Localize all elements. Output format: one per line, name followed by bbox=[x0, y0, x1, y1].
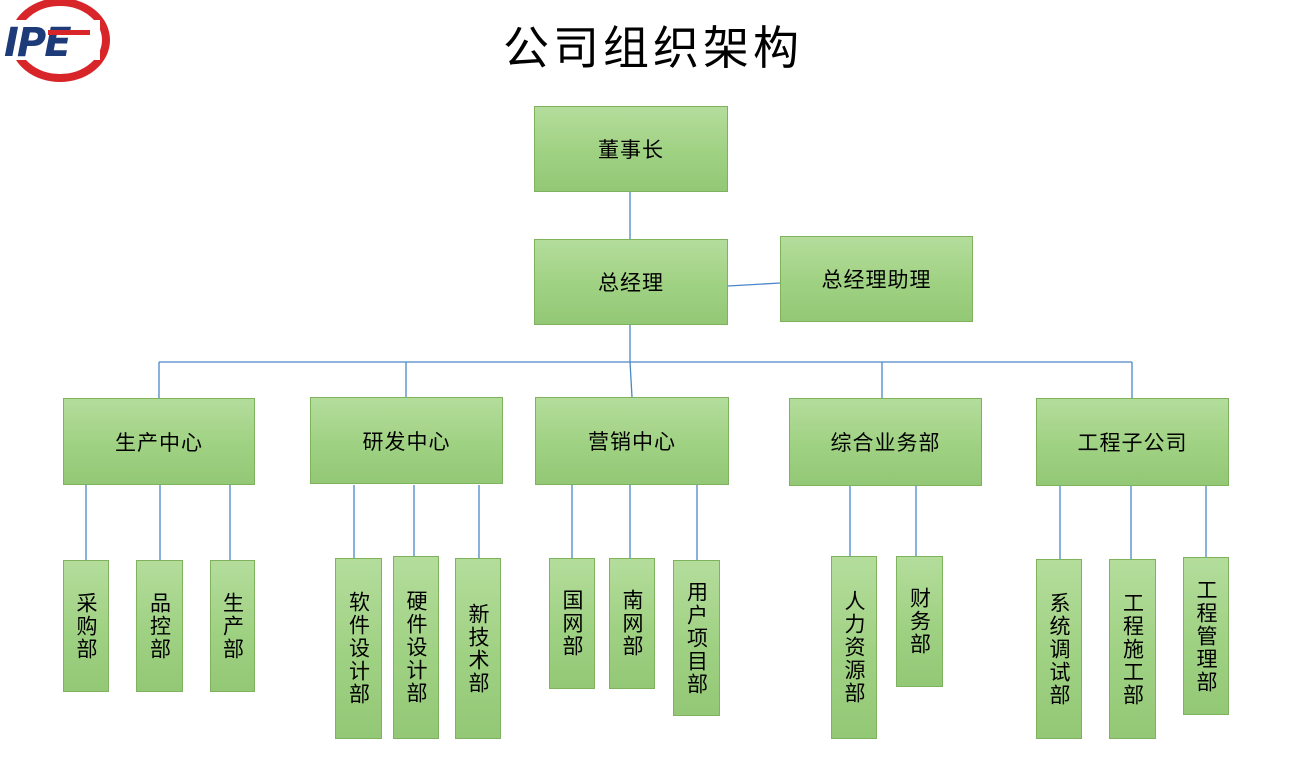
center-box-marketing: 营销中心 bbox=[535, 397, 729, 485]
page-title: 公司组织架构 bbox=[503, 21, 803, 75]
dept-box-finance: 财务部 bbox=[896, 556, 943, 687]
center-box-general-affairs: 综合业务部 bbox=[789, 398, 982, 486]
center-box-production: 生产中心 bbox=[63, 398, 255, 485]
dept-box-hardware-design: 硬件设计部 bbox=[393, 556, 439, 739]
dept-box-quality-control: 品控部 bbox=[136, 560, 183, 692]
dept-box-engineering-management: 工程管理部 bbox=[1183, 557, 1229, 715]
gm-assistant-box: 总经理助理 bbox=[780, 236, 973, 322]
dept-box-user-projects: 用户项目部 bbox=[673, 560, 720, 716]
dept-box-software-design: 软件设计部 bbox=[335, 558, 382, 739]
dept-box-new-technology: 新技术部 bbox=[455, 558, 501, 739]
dept-box-production: 生产部 bbox=[210, 560, 255, 692]
general-manager-box: 总经理 bbox=[534, 239, 728, 325]
dept-box-system-debugging: 系统调试部 bbox=[1036, 559, 1082, 739]
chairman-box: 董事长 bbox=[534, 106, 728, 192]
dept-box-state-grid: 国网部 bbox=[549, 558, 595, 689]
dept-box-construction: 工程施工部 bbox=[1109, 559, 1156, 739]
center-box-engineering: 工程子公司 bbox=[1036, 398, 1229, 486]
dept-box-purchasing: 采购部 bbox=[63, 560, 109, 692]
center-box-rnd: 研发中心 bbox=[310, 397, 503, 484]
ipe-logo: IPE bbox=[0, 0, 110, 82]
dept-box-southern-grid: 南网部 bbox=[609, 558, 655, 689]
dept-box-human-resources: 人力资源部 bbox=[831, 556, 877, 739]
svg-text:IPE: IPE bbox=[4, 20, 71, 66]
